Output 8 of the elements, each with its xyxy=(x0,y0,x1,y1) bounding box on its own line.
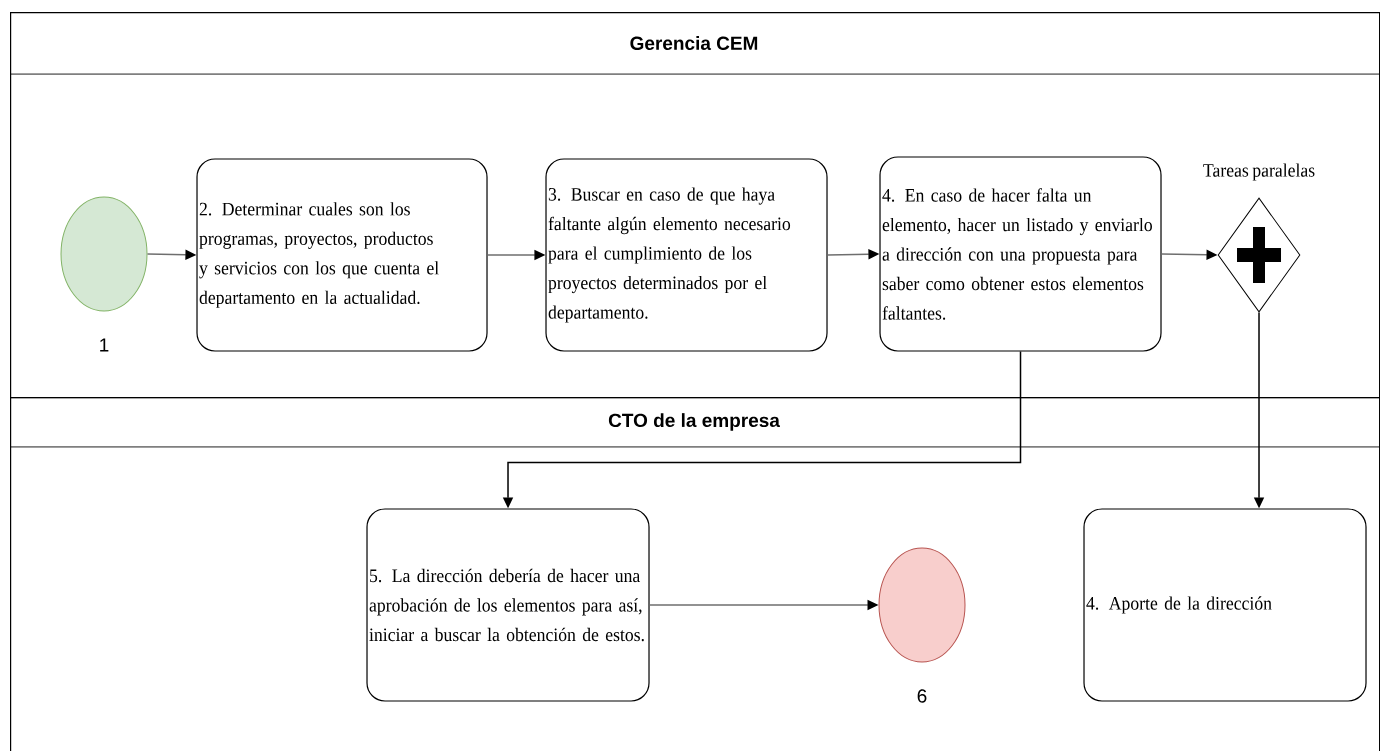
task-box: 4. En caso de hacer falta un elemento, hacer un listado y enviarlo a dirección con una propuesta para saber como obtener estos elementos faltantes. xyxy=(879,156,1162,352)
task-box: 5. La dirección debería de hacer una aprobación de los elementos para así, iniciar a buscar la obtención de estos. xyxy=(366,508,650,702)
task-box: 2. Determinar cuales son los programas, proyectos, productos y servicios con los que cuenta el departamento en la actualidad. xyxy=(196,158,488,352)
task-box: 3. Buscar en caso de que haya faltante algún elemento necesario para el cumplimiento de los proyectos determinados por el departamento. xyxy=(545,158,828,352)
gateway-label: Tareas paralelas xyxy=(1203,163,1315,181)
node-number: 1 xyxy=(100,338,109,352)
node-number: 6 xyxy=(917,689,927,703)
task-box: 4. Aporte de la dirección xyxy=(1083,508,1367,702)
